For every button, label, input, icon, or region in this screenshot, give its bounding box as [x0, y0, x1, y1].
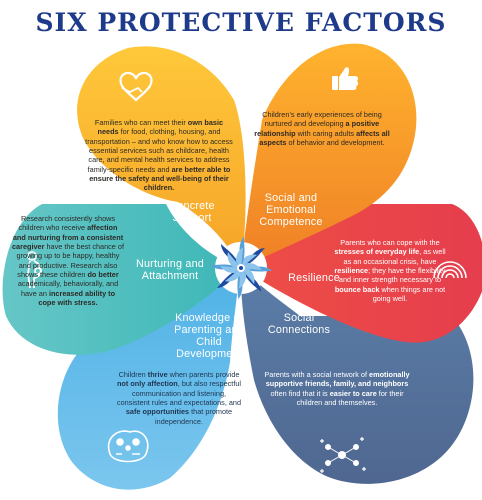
- page-title: SIX PROTECTIVE FACTORS: [35, 8, 447, 37]
- thumbs-up-icon: [332, 67, 359, 90]
- knowledge-body: Children thrive when parents provide not…: [116, 370, 242, 426]
- pinwheel-icon: [209, 236, 273, 300]
- pinwheel-blade-inner: [241, 268, 255, 285]
- pregnant-woman-icon: [27, 251, 42, 289]
- social-connections-heading: Social Connections: [267, 312, 331, 337]
- pinwheel-blade-inner: [241, 254, 258, 268]
- pinwheel-blade-inner: [241, 263, 262, 271]
- concrete-support-heading: Concrete Support: [169, 200, 215, 225]
- knowledge-heading: Knowledge of Parenting and Child Develop…: [174, 312, 244, 361]
- resilience-body: Parents who can cope with the stresses o…: [334, 238, 446, 303]
- social-emotional-heading: Social and Emotional Competence: [259, 192, 323, 229]
- pinwheel-blade-inner: [224, 268, 241, 282]
- nurturing-heading: Nurturing and Attachment: [135, 258, 205, 283]
- concrete-support-body: Families who can meet their own basic ne…: [85, 118, 233, 193]
- network-people-icon: [320, 437, 366, 473]
- petal-knowledge-of-parenting: [57, 268, 242, 490]
- pinwheel-blade-inner: [238, 268, 246, 289]
- petal-social-emotional: [241, 43, 417, 268]
- social-emotional-body: Children’s early experiences of being nu…: [254, 110, 390, 147]
- nurturing-body: Research consistently shows children who…: [12, 214, 124, 307]
- petal-concrete-support: [77, 46, 246, 269]
- social-connections-body: Parents with a social network of emotion…: [264, 370, 410, 407]
- rainbow-spring-icon: [433, 261, 467, 279]
- pinwheel-blade-inner: [227, 251, 241, 268]
- family-thought-icon: [107, 430, 149, 463]
- heart-hands-icon: [119, 71, 153, 102]
- pinwheel-blade-inner: [236, 247, 244, 268]
- pinwheel-blade-inner: [220, 265, 241, 273]
- resilience-heading: Resilience: [288, 272, 340, 284]
- petal-nurturing-attachment: [2, 204, 241, 355]
